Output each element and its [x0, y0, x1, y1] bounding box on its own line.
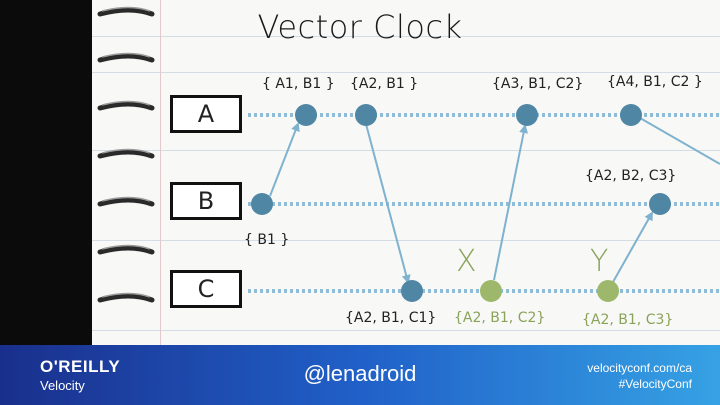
- process-box-b: B: [170, 182, 242, 220]
- vector-clock-diagram: [97, 6, 720, 303]
- event-dot-a4: [620, 104, 642, 126]
- event-dot-a1: [295, 104, 317, 126]
- label-b1: { B1 }: [244, 232, 290, 248]
- ruled-line: [92, 150, 720, 151]
- conference-info: velocityconf.com/ca #VelocityConf: [587, 360, 692, 392]
- conference-website: velocityconf.com/ca: [587, 361, 692, 375]
- event-dot-c3: [597, 280, 619, 302]
- event-dot-a2: [355, 104, 377, 126]
- arrow-c2-to-a3: [493, 124, 529, 281]
- ruled-line: [92, 36, 720, 37]
- event-dot-b2: [649, 193, 671, 215]
- arrow-b1-to-a1: [269, 122, 300, 197]
- notebook-paper: Vector Clock A B C { A1, B1 } {A2, B1 } …: [0, 0, 720, 345]
- spiral-binding-highlights: [101, 6, 151, 298]
- mark-y: Y: [590, 244, 609, 279]
- label-a1: { A1, B1 }: [262, 76, 335, 92]
- ruled-line: [92, 240, 720, 241]
- process-box-a: A: [170, 95, 242, 133]
- slide-title: Vector Clock: [257, 8, 463, 46]
- brand-velocity: Velocity: [40, 378, 85, 393]
- label-c2: {A2, B1, C2}: [454, 310, 546, 326]
- arrow-a4-outgoing: [639, 117, 720, 165]
- ruled-line: [92, 72, 720, 73]
- label-c1: {A2, B1, C1}: [345, 310, 437, 326]
- event-dot-b1: [251, 193, 273, 215]
- label-a3: {A3, B1, C2}: [492, 76, 584, 92]
- event-dot-c1: [401, 280, 423, 302]
- event-dot-a3: [516, 104, 538, 126]
- label-b2: {A2, B2, C3}: [585, 168, 677, 184]
- ruled-line: [92, 330, 720, 331]
- arrow-c3-to-b2: [612, 211, 653, 283]
- oreilly-velocity-logo: O'REILLY Velocity: [40, 357, 120, 393]
- footer-banner: O'REILLY Velocity @lenadroid velocitycon…: [0, 345, 720, 405]
- arrow-a2-to-c1: [365, 123, 411, 284]
- label-a4: {A4, B1, C2 }: [607, 74, 703, 90]
- label-c3: {A2, B1, C3}: [582, 312, 674, 328]
- event-dot-c2: [480, 280, 502, 302]
- spiral-binding-icon: [97, 7, 155, 303]
- process-box-c: C: [170, 270, 242, 308]
- mark-x: X: [456, 244, 477, 279]
- conference-hashtag: #VelocityConf: [618, 377, 692, 391]
- margin-line: [160, 0, 161, 345]
- brand-oreilly: O'REILLY: [40, 357, 121, 376]
- twitter-handle: @lenadroid: [303, 361, 417, 386]
- dark-background-edge: [0, 0, 92, 345]
- label-a2: {A2, B1 }: [350, 76, 419, 92]
